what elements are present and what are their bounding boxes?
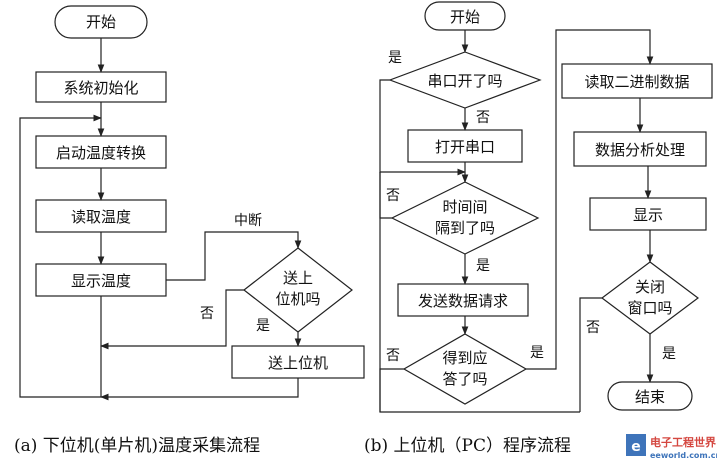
- right-start-label: 开始: [450, 8, 480, 26]
- caption-b: (b) 上位机（PC）程序流程: [364, 436, 571, 456]
- right-send-request-label: 发送数据请求: [418, 292, 508, 310]
- right-port-no-label: 否: [476, 110, 490, 126]
- right-interval-yes-label: 是: [476, 258, 490, 274]
- right-port-yes-label: 是: [388, 50, 402, 66]
- left-start-conversion-label: 启动温度转换: [56, 144, 146, 162]
- right-end-label: 结束: [635, 388, 665, 406]
- watermark-logo: e 电子工程世界 eeworld.com.cn: [626, 434, 717, 460]
- left-send-decision-line2: 位机吗: [275, 290, 320, 308]
- left-send-decision-line1: 送上: [283, 269, 313, 287]
- caption-a: (a) 下位机(单片机)温度采集流程: [14, 436, 260, 456]
- left-interrupt-label: 中断: [234, 213, 262, 229]
- left-read-temp-box: [35, 199, 167, 233]
- left-read-temp-label: 读取温度: [71, 208, 131, 226]
- svg-text:e: e: [631, 439, 641, 455]
- left-init-box: [35, 71, 167, 103]
- right-open-port-label: 打开串口: [435, 138, 495, 156]
- left-send-up-box: [231, 345, 365, 379]
- right-analyze-label: 数据分析处理: [595, 141, 685, 159]
- edge-send-no: [100, 289, 244, 350]
- right-port-decision-label: 串口开了吗: [427, 72, 502, 90]
- right-analyze-box: [573, 131, 707, 167]
- left-init-label: 系统初始化: [63, 79, 138, 97]
- right-reply-no-label: 否: [386, 348, 400, 364]
- right-display-box: [589, 197, 707, 231]
- watermark-brand: 电子工程世界: [650, 435, 716, 449]
- left-yes-label: 是: [256, 318, 270, 334]
- right-read-binary-label: 读取二进制数据: [584, 73, 689, 91]
- right-reply-yes-label: 是: [530, 345, 544, 361]
- right-close-decision: [601, 261, 699, 335]
- right-close-yes-label: 是: [662, 346, 676, 362]
- right-reply-decision-line2: 答了吗: [442, 370, 487, 388]
- right-send-request-box: [397, 283, 529, 317]
- right-reply-decision: [402, 333, 528, 405]
- right-interval-decision-line1: 时间间: [442, 198, 487, 216]
- edge-interrupt: [166, 231, 302, 281]
- left-flowchart: 开始 系统初始化 启动温度转换 读取温度 显示温度 送上 位机吗 送上位机 中断…: [19, 5, 365, 401]
- right-reply-decision-line1: 得到应: [442, 349, 487, 367]
- right-flowchart: 开始 串口开了吗 打开串口 时间间 隔到了吗 发送数据请求 得到应 答了吗 读取…: [379, 1, 713, 413]
- right-close-decision-line2: 窗口吗: [627, 299, 672, 317]
- right-close-no-label: 否: [586, 320, 600, 336]
- right-display-label: 显示: [633, 206, 663, 224]
- left-start-label: 开始: [86, 13, 116, 31]
- right-interval-decision: [390, 181, 540, 255]
- edge-port-yes: [379, 79, 466, 176]
- left-no-label: 否: [200, 306, 214, 322]
- edge-send-up-return: [100, 378, 299, 401]
- edge-close-no: [579, 297, 602, 412]
- edge-reply-yes: [526, 29, 654, 370]
- watermark-url: eeworld.com.cn: [650, 451, 717, 460]
- edge-main-loop: [19, 114, 102, 398]
- right-interval-no-label: 否: [386, 188, 400, 204]
- watermark-icon: [626, 434, 646, 456]
- left-send-up-label: 送上位机: [268, 354, 328, 372]
- left-show-temp-label: 显示温度: [71, 272, 131, 290]
- right-close-decision-line1: 关闭: [635, 278, 665, 296]
- right-read-binary-box: [561, 63, 713, 99]
- right-open-port-box: [407, 129, 523, 163]
- right-interval-decision-line2: 隔到了吗: [435, 219, 495, 237]
